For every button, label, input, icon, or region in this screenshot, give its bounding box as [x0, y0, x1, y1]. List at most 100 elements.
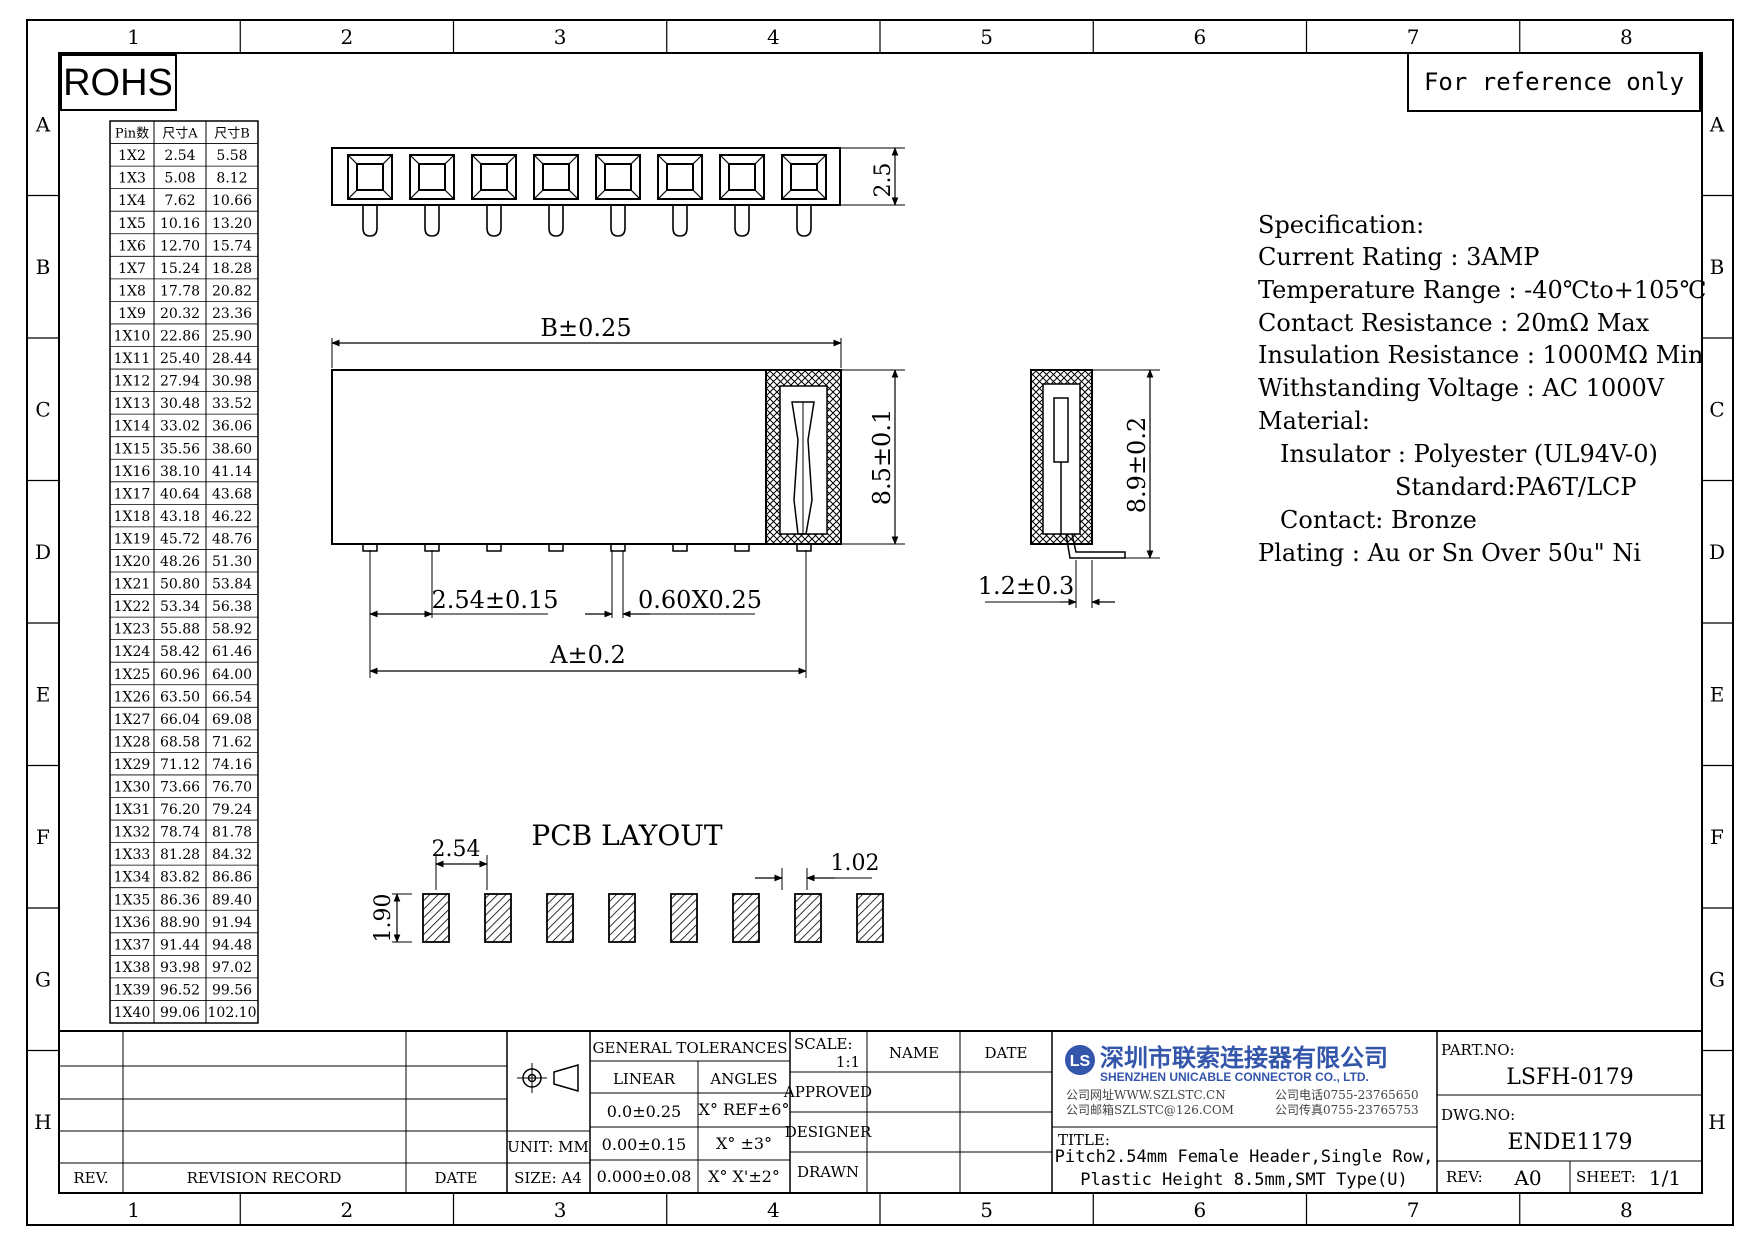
pin-table-cell: 25.90: [212, 329, 252, 345]
zone-row-label: B: [1710, 255, 1725, 279]
smt-pin: [548, 543, 564, 552]
drawing-title-line2: Plastic Height 8.5mm,SMT Type(U): [1080, 1170, 1408, 1190]
pin-table-cell: 71.62: [212, 734, 252, 750]
spec-line: Current Rating : 3AMP: [1258, 243, 1539, 271]
company-logo: LS: [1065, 1045, 1095, 1075]
zone-row-label: F: [1710, 825, 1724, 849]
zone-column-label: 4: [767, 25, 780, 49]
spec-line: Contact: Bronze: [1280, 506, 1477, 534]
scale-value: 1:1: [836, 1053, 860, 1071]
contact-opening: [409, 154, 455, 200]
contact-opening: [657, 154, 703, 200]
dwg-no: ENDE1179: [1508, 1130, 1633, 1155]
pin-table-cell: 30.98: [212, 374, 252, 390]
b-width-dim: B±0.25: [540, 314, 631, 342]
contact-pin: [796, 205, 812, 237]
pin-table-cell: 18.28: [212, 261, 252, 277]
pin-table-cell: 7.62: [164, 193, 195, 209]
pcb-pad-width-dim: 1.02: [831, 851, 880, 876]
pin-table-cell: 38.10: [160, 464, 200, 480]
contact-opening: [471, 154, 517, 200]
pin-table-cell: 1X23: [114, 622, 151, 638]
zone-row-label: B: [36, 255, 51, 279]
angle-tolerance: X° REF±6°: [699, 1100, 790, 1119]
pin-table-cell: 61.46: [212, 644, 252, 660]
sheet-value: 1/1: [1649, 1166, 1681, 1190]
part-no-label: PART.NO:: [1441, 1041, 1515, 1059]
pin-table-cell: 73.66: [160, 780, 200, 796]
pin-table-cell: 91.44: [160, 937, 200, 953]
pin-table-cell: 81.28: [160, 847, 200, 863]
drawing-title-line1: Pitch2.54mm Female Header,Single Row,: [1055, 1147, 1434, 1167]
pin-table-cell: 53.34: [160, 599, 200, 615]
pin-table-cell: 1X38: [114, 960, 151, 976]
spec-line: Insulator : Polyester (UL94V-0): [1280, 440, 1658, 468]
contact-pin: [734, 205, 750, 237]
pin-table-cell: 30.48: [160, 396, 200, 412]
pin-table-cell: 43.68: [212, 486, 252, 502]
company-name-en: SHENZHEN UNICABLE CONNECTOR CO., LTD.: [1100, 1070, 1369, 1084]
pin-table-cell: 58.92: [212, 622, 252, 638]
pin-table-cell: 43.18: [160, 509, 200, 525]
pin-table-cell: 1X26: [114, 689, 151, 705]
smt-pin: [424, 543, 440, 552]
angle-tolerance: X° X'±2°: [708, 1167, 780, 1186]
pin-table-cell: 99.56: [212, 982, 252, 998]
unit-label: UNIT: MM: [507, 1138, 589, 1156]
company-logo-text: LS: [1070, 1053, 1091, 1070]
spec-line: Withstanding Voltage : AC 1000V: [1258, 374, 1665, 402]
contact-pin: [610, 205, 626, 237]
pin-table-cell: 1X17: [114, 486, 151, 502]
pin-table-cell: 1X29: [114, 757, 151, 773]
approved-label: APPROVED: [783, 1083, 872, 1101]
zone-grid: [27, 20, 1733, 1225]
side-foot-dim: 1.2±0.3: [978, 572, 1074, 600]
pin-table-cell: 13.20: [212, 216, 252, 232]
pin-table-header: 尺寸B: [214, 127, 250, 142]
pin-table-cell: 41.14: [212, 464, 252, 480]
pin-table-cell: 60.96: [160, 667, 200, 683]
pcb-pad: [546, 893, 574, 943]
zone-column-label: 3: [554, 25, 567, 49]
angles-label: ANGLES: [709, 1070, 777, 1088]
pin-table-cell: 1X33: [114, 847, 151, 863]
pin-table-cell: 20.32: [160, 306, 200, 322]
pin-table-cell: 1X37: [114, 937, 151, 953]
reference-badge: For reference only: [1407, 52, 1701, 112]
pin-table-cell: 97.02: [212, 960, 252, 976]
pcb-layout-title: PCB LAYOUT: [531, 819, 722, 852]
pin-table-cell: 1X31: [114, 802, 151, 818]
company-web: 公司网址WWW.SZLSTC.CN: [1066, 1088, 1226, 1102]
pin-table-cell: 55.88: [160, 622, 200, 638]
pin-table-cell: 1X27: [114, 712, 151, 728]
company-name-cn: 深圳市联索连接器有限公司: [1100, 1044, 1388, 1072]
pin-table-cell: 1X30: [114, 780, 151, 796]
smt-pin: [796, 543, 812, 552]
rev-label: REV.: [73, 1169, 108, 1187]
pcb-pad: [608, 893, 636, 943]
linear-tolerance: 0.000±0.08: [597, 1167, 692, 1186]
spec-line: Temperature Range : -40℃to+105℃: [1258, 276, 1707, 304]
contact-pin: [424, 205, 440, 237]
tolerances-title: GENERAL TOLERANCES: [592, 1039, 787, 1057]
pin-table-cell: 2.54: [164, 148, 195, 164]
pcb-pad-height-dim: 1.90: [371, 894, 396, 943]
pin-table-cell: 33.52: [212, 396, 252, 412]
pin-table-cell: 1X18: [114, 509, 151, 525]
pin-table-cell: 1X14: [114, 419, 151, 435]
pin-table-cell: 1X19: [114, 531, 151, 547]
contact-pin: [672, 205, 688, 237]
zone-row-label: F: [36, 825, 50, 849]
title-block: [58, 1030, 1703, 1194]
pin-table-cell: 91.94: [212, 915, 252, 931]
zone-column-label: 1: [127, 25, 140, 49]
rohs-badge: ROHS: [60, 54, 177, 111]
pin-table-cell: 22.86: [160, 329, 200, 345]
zone-column-label: 2: [341, 1198, 354, 1222]
pin-table-cell: 53.84: [212, 577, 252, 593]
spec-line: Insulation Resistance : 1000MΩ Min: [1258, 341, 1703, 369]
pin-table-cell: 15.74: [212, 238, 252, 254]
pin-table-cell: 50.80: [160, 577, 200, 593]
pcb-pad: [732, 893, 760, 943]
linear-label: LINEAR: [613, 1070, 676, 1088]
